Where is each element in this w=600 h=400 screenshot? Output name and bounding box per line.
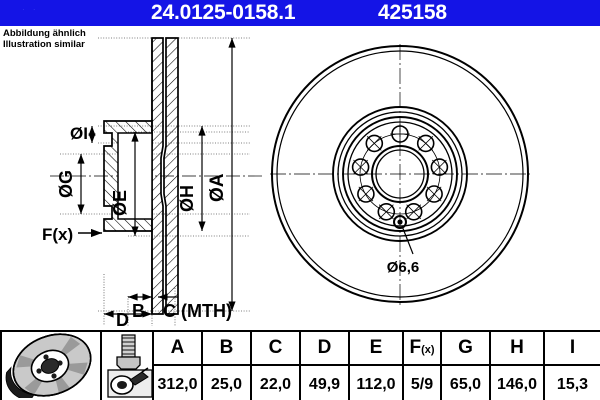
reference-number: 425158 — [378, 1, 447, 24]
header-watermark: · · — [22, 5, 39, 14]
dimension-label-Fx: F(x) — [42, 225, 73, 244]
caption-line-de: Abbildung ähnlich — [3, 28, 86, 39]
table-header-C: C — [250, 329, 301, 367]
table-header-Fx: F(x) — [402, 329, 442, 367]
dimension-I: ØI — [70, 124, 96, 143]
table-value-B: 25,0 — [201, 364, 252, 400]
table-value-D: 49,9 — [299, 364, 350, 400]
dimension-label-B: B — [132, 301, 145, 321]
face-view: Ø6,6 — [270, 44, 530, 306]
table-value-A: 312,0 — [152, 364, 203, 400]
locating-hole-annotation: Ø6,6 — [387, 215, 420, 276]
table-value-E: 112,0 — [348, 364, 404, 400]
bolt-hole — [404, 203, 423, 221]
table-header-row: A B C D E F(x) G H I — [0, 329, 600, 400]
table-value-row: 312,0 25,0 22,0 49,9 112,0 5/9 65,0 146,… — [1, 364, 600, 400]
illustration-caption: Abbildung ähnlich Illustration similar — [3, 28, 86, 50]
dimension-B: B — [128, 293, 152, 321]
dimension-H: ØH — [177, 126, 206, 231]
dimension-label-E: ØE — [110, 190, 130, 216]
dimension-label-A: ØA — [207, 173, 228, 202]
dimension-E: ØE — [110, 132, 139, 236]
disc-outer-edge-inner — [276, 50, 524, 298]
table-value-I: 15,3 — [543, 364, 600, 400]
table-value-H: 146,0 — [489, 364, 545, 400]
brake-disc-icon — [5, 333, 92, 400]
dimension-Fx: F(x) — [42, 225, 102, 244]
leader-line — [401, 225, 414, 255]
friction-ring-inner — [163, 37, 179, 315]
table-value-Fx: 5/9 — [402, 364, 442, 400]
disc-outer-edge — [271, 45, 529, 303]
dimension-D: D — [104, 310, 152, 326]
hub-ring-1 — [332, 106, 468, 242]
dimension-label-H: ØH — [177, 185, 197, 212]
locating-hole-label: Ø6,6 — [387, 259, 420, 276]
center-bore-outer — [371, 145, 429, 203]
table-value-G: 65,0 — [440, 364, 491, 400]
dimension-C: C (MTH) — [158, 284, 232, 321]
hub-ring-3 — [342, 116, 458, 232]
dimension-label-C: C (MTH) — [163, 301, 232, 321]
header-bar: · · 24.0125-0158.1 425158 — [0, 0, 600, 26]
table-header-I: I — [543, 329, 600, 367]
bolt-hole — [425, 185, 443, 203]
table-header-A: A — [152, 329, 203, 367]
bolt-hole — [377, 203, 396, 221]
hub-ring-4 — [347, 121, 453, 227]
dimension-G: ØG — [56, 154, 85, 214]
table-header-D: D — [299, 329, 350, 367]
bolt-hole — [390, 124, 410, 144]
fx-sub: (x) — [421, 344, 435, 357]
table-header-E: E — [348, 329, 404, 367]
table-header-G: G — [440, 329, 491, 367]
fx-main: F — [409, 337, 422, 359]
brake-disc-icon-cell — [0, 330, 102, 400]
bolt-hole — [416, 134, 435, 153]
bolt-hole — [351, 158, 370, 176]
caption-line-en: Illustration similar — [3, 39, 85, 50]
drawing-canvas: ØI ØG ØE ØH ØA — [42, 37, 530, 326]
bolt-hole — [357, 185, 375, 203]
bolt-icon — [107, 334, 153, 398]
bolt-hole — [365, 134, 384, 153]
hub-ring-2 — [337, 111, 463, 237]
dimension-label-D: D — [116, 310, 129, 326]
center-bore-inner — [375, 149, 425, 199]
table-header-H: H — [489, 329, 545, 367]
table-header-B: B — [201, 329, 252, 367]
part-number: 24.0125-0158.1 — [151, 1, 296, 24]
bolt-icon-cell — [100, 330, 154, 400]
bolt-hole-group — [351, 124, 449, 221]
locating-hole-inner — [397, 219, 403, 225]
dimension-A: ØA — [207, 38, 236, 311]
dimension-label-G: ØG — [56, 170, 76, 198]
bolt-hole — [430, 158, 449, 176]
cross-section-view: ØI ØG ØE ØH ØA — [42, 37, 265, 326]
dimension-label-I: ØI — [70, 124, 88, 143]
table-value-C: 22,0 — [250, 364, 301, 400]
specification-table: A B C D E F(x) G H I 312,0 25,0 22,0 49,… — [0, 329, 600, 400]
locating-hole-outer — [393, 215, 407, 229]
